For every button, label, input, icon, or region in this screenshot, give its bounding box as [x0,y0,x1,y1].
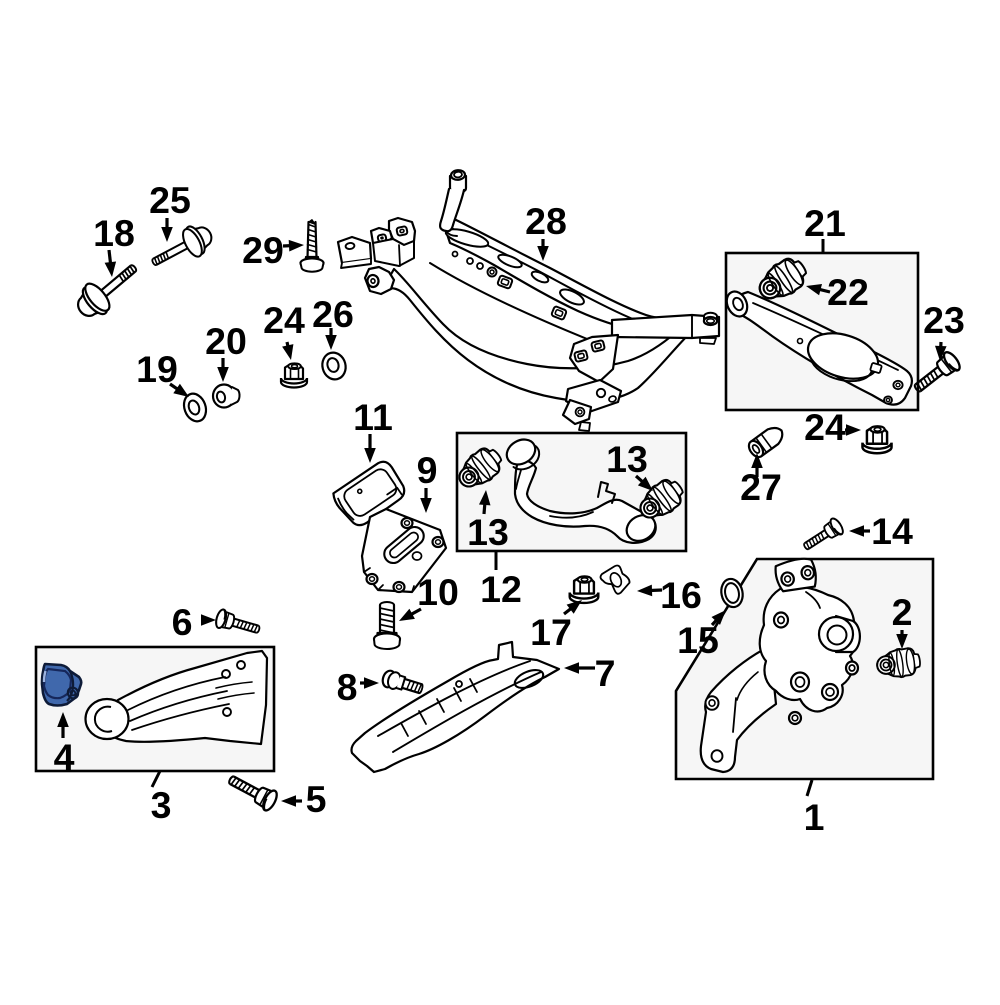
svg-text:18: 18 [93,212,135,254]
svg-text:3: 3 [151,784,172,826]
svg-text:10: 10 [417,571,459,613]
svg-text:28: 28 [525,200,567,242]
svg-text:21: 21 [804,202,846,244]
svg-text:12: 12 [480,568,522,610]
svg-text:24: 24 [263,299,305,341]
svg-text:2: 2 [892,591,913,633]
svg-text:24: 24 [804,406,846,448]
svg-text:25: 25 [149,179,191,221]
svg-text:29: 29 [242,229,284,271]
svg-text:5: 5 [306,778,327,820]
svg-text:13: 13 [467,511,509,553]
svg-text:17: 17 [530,611,572,653]
svg-text:16: 16 [660,574,702,616]
svg-text:7: 7 [595,652,616,694]
svg-text:20: 20 [205,320,247,362]
svg-text:8: 8 [337,666,358,708]
svg-text:13: 13 [606,438,648,480]
svg-text:11: 11 [353,396,393,438]
svg-text:6: 6 [172,601,193,643]
svg-text:9: 9 [417,449,438,491]
svg-text:4: 4 [54,736,75,778]
svg-text:27: 27 [740,466,782,508]
svg-text:14: 14 [871,510,913,552]
svg-text:23: 23 [923,299,965,341]
svg-text:22: 22 [827,271,869,313]
svg-text:26: 26 [312,293,354,335]
svg-text:1: 1 [804,796,825,838]
